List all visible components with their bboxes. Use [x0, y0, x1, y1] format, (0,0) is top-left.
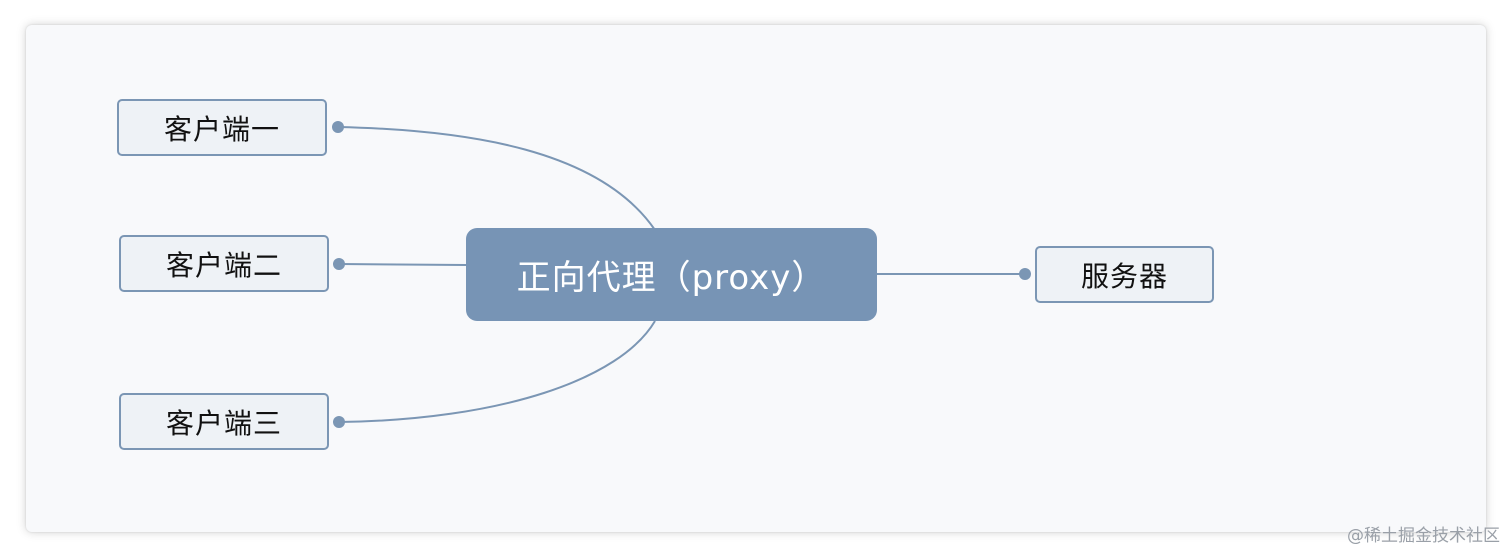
- proxy-node[interactable]: 正向代理（proxy）: [466, 228, 877, 321]
- client-node-1[interactable]: 客户端一: [117, 99, 327, 156]
- client-node-2-label: 客户端二: [165, 248, 282, 282]
- client-node-3[interactable]: 客户端三: [119, 393, 329, 450]
- watermark: @稀土掘金技术社区: [1347, 526, 1500, 546]
- proxy-node-label: 正向代理（proxy）: [516, 258, 827, 298]
- client-node-1-label: 客户端一: [163, 112, 280, 146]
- server-node-label: 服务器: [1080, 259, 1168, 293]
- client-node-3-label: 客户端三: [165, 406, 282, 440]
- server-node[interactable]: 服务器: [1035, 246, 1214, 303]
- client-node-2[interactable]: 客户端二: [119, 235, 329, 292]
